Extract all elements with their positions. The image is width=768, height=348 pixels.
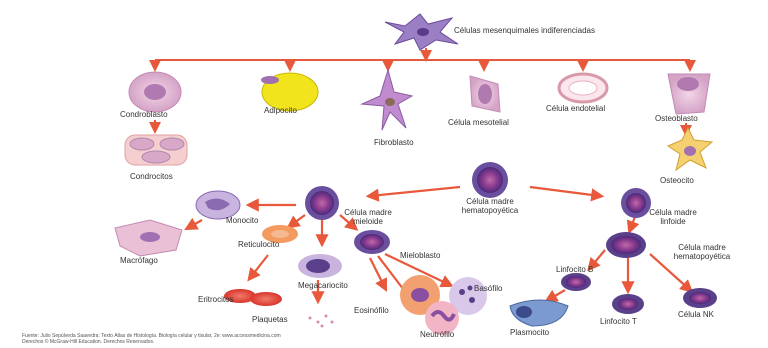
label-basofilo: Basófilo [474,284,502,293]
label-celula-nk: Célula NK [678,310,714,319]
label-linfoide: Célula madre linfoide [642,208,704,226]
monocito-icon [196,191,240,219]
source-line-2: Derechos © McGraw-Hill Education. Derech… [22,339,281,345]
label-condroblasto: Condroblasto [120,110,168,119]
macrofago-icon [115,220,182,256]
linfocito-b-icon [561,273,591,291]
label-macrofago: Macrófago [120,256,158,265]
label-eritrocitos: Eritrocitos [198,295,234,304]
label-linfocito-t: Linfocito T [600,317,637,326]
label-monocito: Monocito [226,216,258,225]
fibroblasto-icon [362,70,412,130]
label-osteoblasto: Osteoblasto [655,114,698,123]
label-plasmocito: Plasmocito [510,328,549,337]
source-caption: Fuente: Julio Sepúlveda Saavedra: Texto … [22,333,281,345]
label-mesenquimales: Células mesenquimales indiferenciadas [454,26,554,35]
plaquetas-icon [309,315,334,328]
mesenchymal-arrows [155,48,690,133]
osteocito-icon [668,128,712,170]
condroblasto-icon [129,72,181,112]
label-plaquetas: Plaquetas [252,315,288,324]
hematopoyetica-stem-icon [472,162,508,198]
label-mieloide: Célula madre mieloide [338,208,398,226]
label-eosinofilo: Eosinófilo [354,306,389,315]
condrocitos-icon [125,135,187,165]
label-linfocito-b: Linfocito B [556,265,593,274]
label-mieloblasto: Mieloblasto [400,251,440,260]
plasmocito-icon [510,300,568,326]
label-linfoide-hematopoyetica: Célula madre hematopoyética [652,243,752,261]
label-megacariocito: Megacariocito [298,281,348,290]
label-reticulocito: Reticulocito [238,240,279,249]
linfocito-t-icon [612,294,644,314]
celula-endotelial-icon [559,74,607,102]
label-osteocito: Osteocito [660,176,694,185]
megacariocito-icon [298,254,342,278]
linfoide-hematopoyetica-icon [606,232,646,258]
label-celula-mesotelial: Célula mesotelial [448,118,509,127]
label-celula-endotelial: Célula endotelial [546,104,605,113]
osteoblasto-icon [668,74,710,114]
celula-mesotelial-icon [470,76,500,112]
label-adipocito: Adipocito [264,106,297,115]
label-hematopoyetica: Célula madre hematopoyética [442,197,538,215]
label-fibroblasto: Fibroblasto [374,138,414,147]
mieloblasto-icon [354,230,390,254]
mesenchymal-cell-icon [385,14,458,50]
label-condrocitos: Condrocitos [130,172,173,181]
celula-nk-icon [683,288,717,308]
label-neutrofilo: Neutrófilo [420,330,454,339]
mieloide-stem-icon [305,186,339,220]
